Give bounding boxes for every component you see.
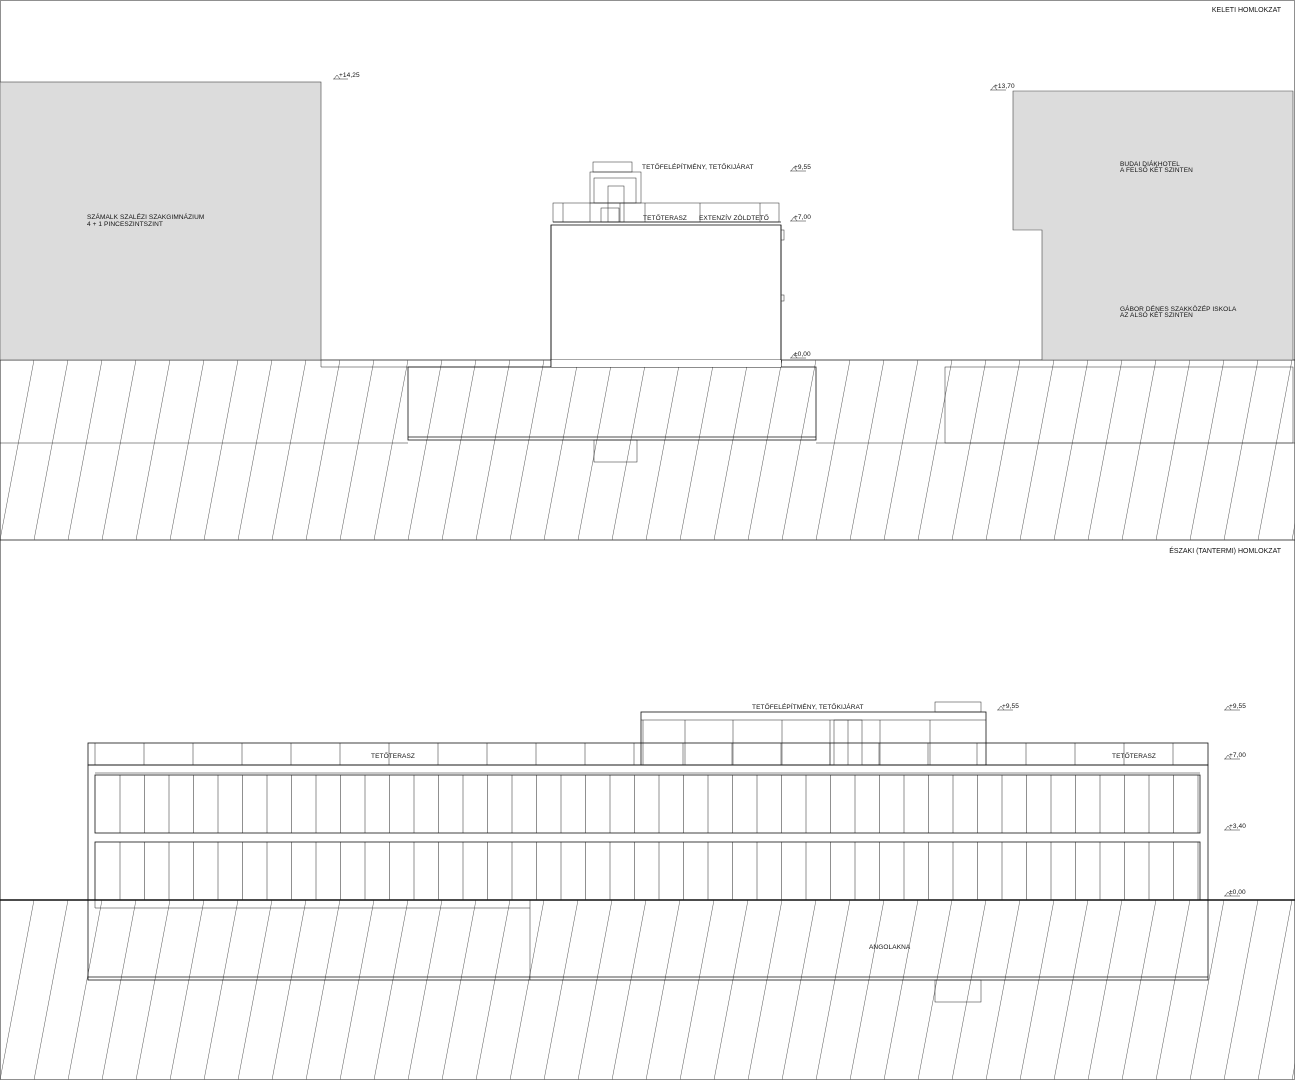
north-level-955-b: +9,55 — [1229, 703, 1246, 710]
north-level-340: +3,40 — [1229, 823, 1246, 830]
north-elevation-title: ÉSZAKI (TANTERMI) HOMLOKZAT — [1169, 546, 1281, 555]
east-rooftop-label: TETŐFELÉPÍTMÉNY, TETŐKIJÁRAT — [642, 162, 754, 171]
east-terrace-label: TETŐTERASZ — [643, 213, 687, 222]
east-elevation-title: KELETI HOMLOKZAT — [1212, 7, 1282, 14]
window-mullions — [119, 775, 1199, 900]
east-main-building — [407, 161, 817, 463]
left-neighbour-building — [0, 81, 322, 361]
east-level-700: +7,00 — [794, 214, 811, 221]
north-terrace-right: TETŐTERASZ — [1112, 751, 1156, 760]
right-level-marker: +13,70 — [994, 83, 1015, 90]
north-terrace-left: TETŐTERASZ — [371, 751, 415, 760]
left-building-label-1: SZÁMALK SZALÉZI SZAKGIMNÁZIUM — [87, 212, 204, 221]
right-lower-label-1: GÁBOR DÉNES SZAKKÖZÉP ISKOLA — [1120, 304, 1237, 313]
north-elevation: ÉSZAKI (TANTERMI) HOMLOKZAT ANGOLAKNA TE… — [0, 546, 1295, 1080]
east-green-roof-label: EXTENZÍV ZÖLDTETŐ — [699, 213, 769, 222]
north-level-955-a: +9,55 — [1002, 703, 1019, 710]
right-neighbour-building — [1012, 90, 1294, 361]
right-upper-label-1: BUDAI DIÁKHOTEL — [1120, 159, 1180, 168]
right-upper-label-2: A FELSŐ KÉT SZINTEN — [1120, 165, 1193, 174]
east-level-955: +9,55 — [794, 164, 811, 171]
north-parapet — [87, 742, 1209, 766]
north-level-000: ±0,00 — [1229, 889, 1246, 896]
left-level-marker: +14,25 — [339, 72, 360, 79]
north-rooftop-structure — [640, 711, 987, 766]
east-elevation: KELETI HOMLOKZAT SZÁMALK SZALÉZI SZAKGIM… — [0, 7, 1295, 541]
east-ground-hatch — [0, 360, 1295, 540]
north-rooftop-label: TETŐFELÉPÍTMÉNY, TETŐKIJÁRAT — [752, 702, 864, 711]
north-facade — [87, 764, 1209, 901]
right-neighbour-basement — [944, 366, 1294, 444]
left-building-label-2: 4 + 1 PINCESZINTSZINT — [87, 221, 163, 228]
right-lower-label-2: AZ ALSÓ KÉT SZINTEN — [1120, 310, 1193, 319]
east-level-000: ±0,00 — [794, 351, 811, 358]
north-level-700: +7,00 — [1229, 752, 1246, 759]
lightwell-label: ANGOLAKNA — [869, 944, 911, 951]
north-ground-hatch — [0, 900, 1295, 1080]
